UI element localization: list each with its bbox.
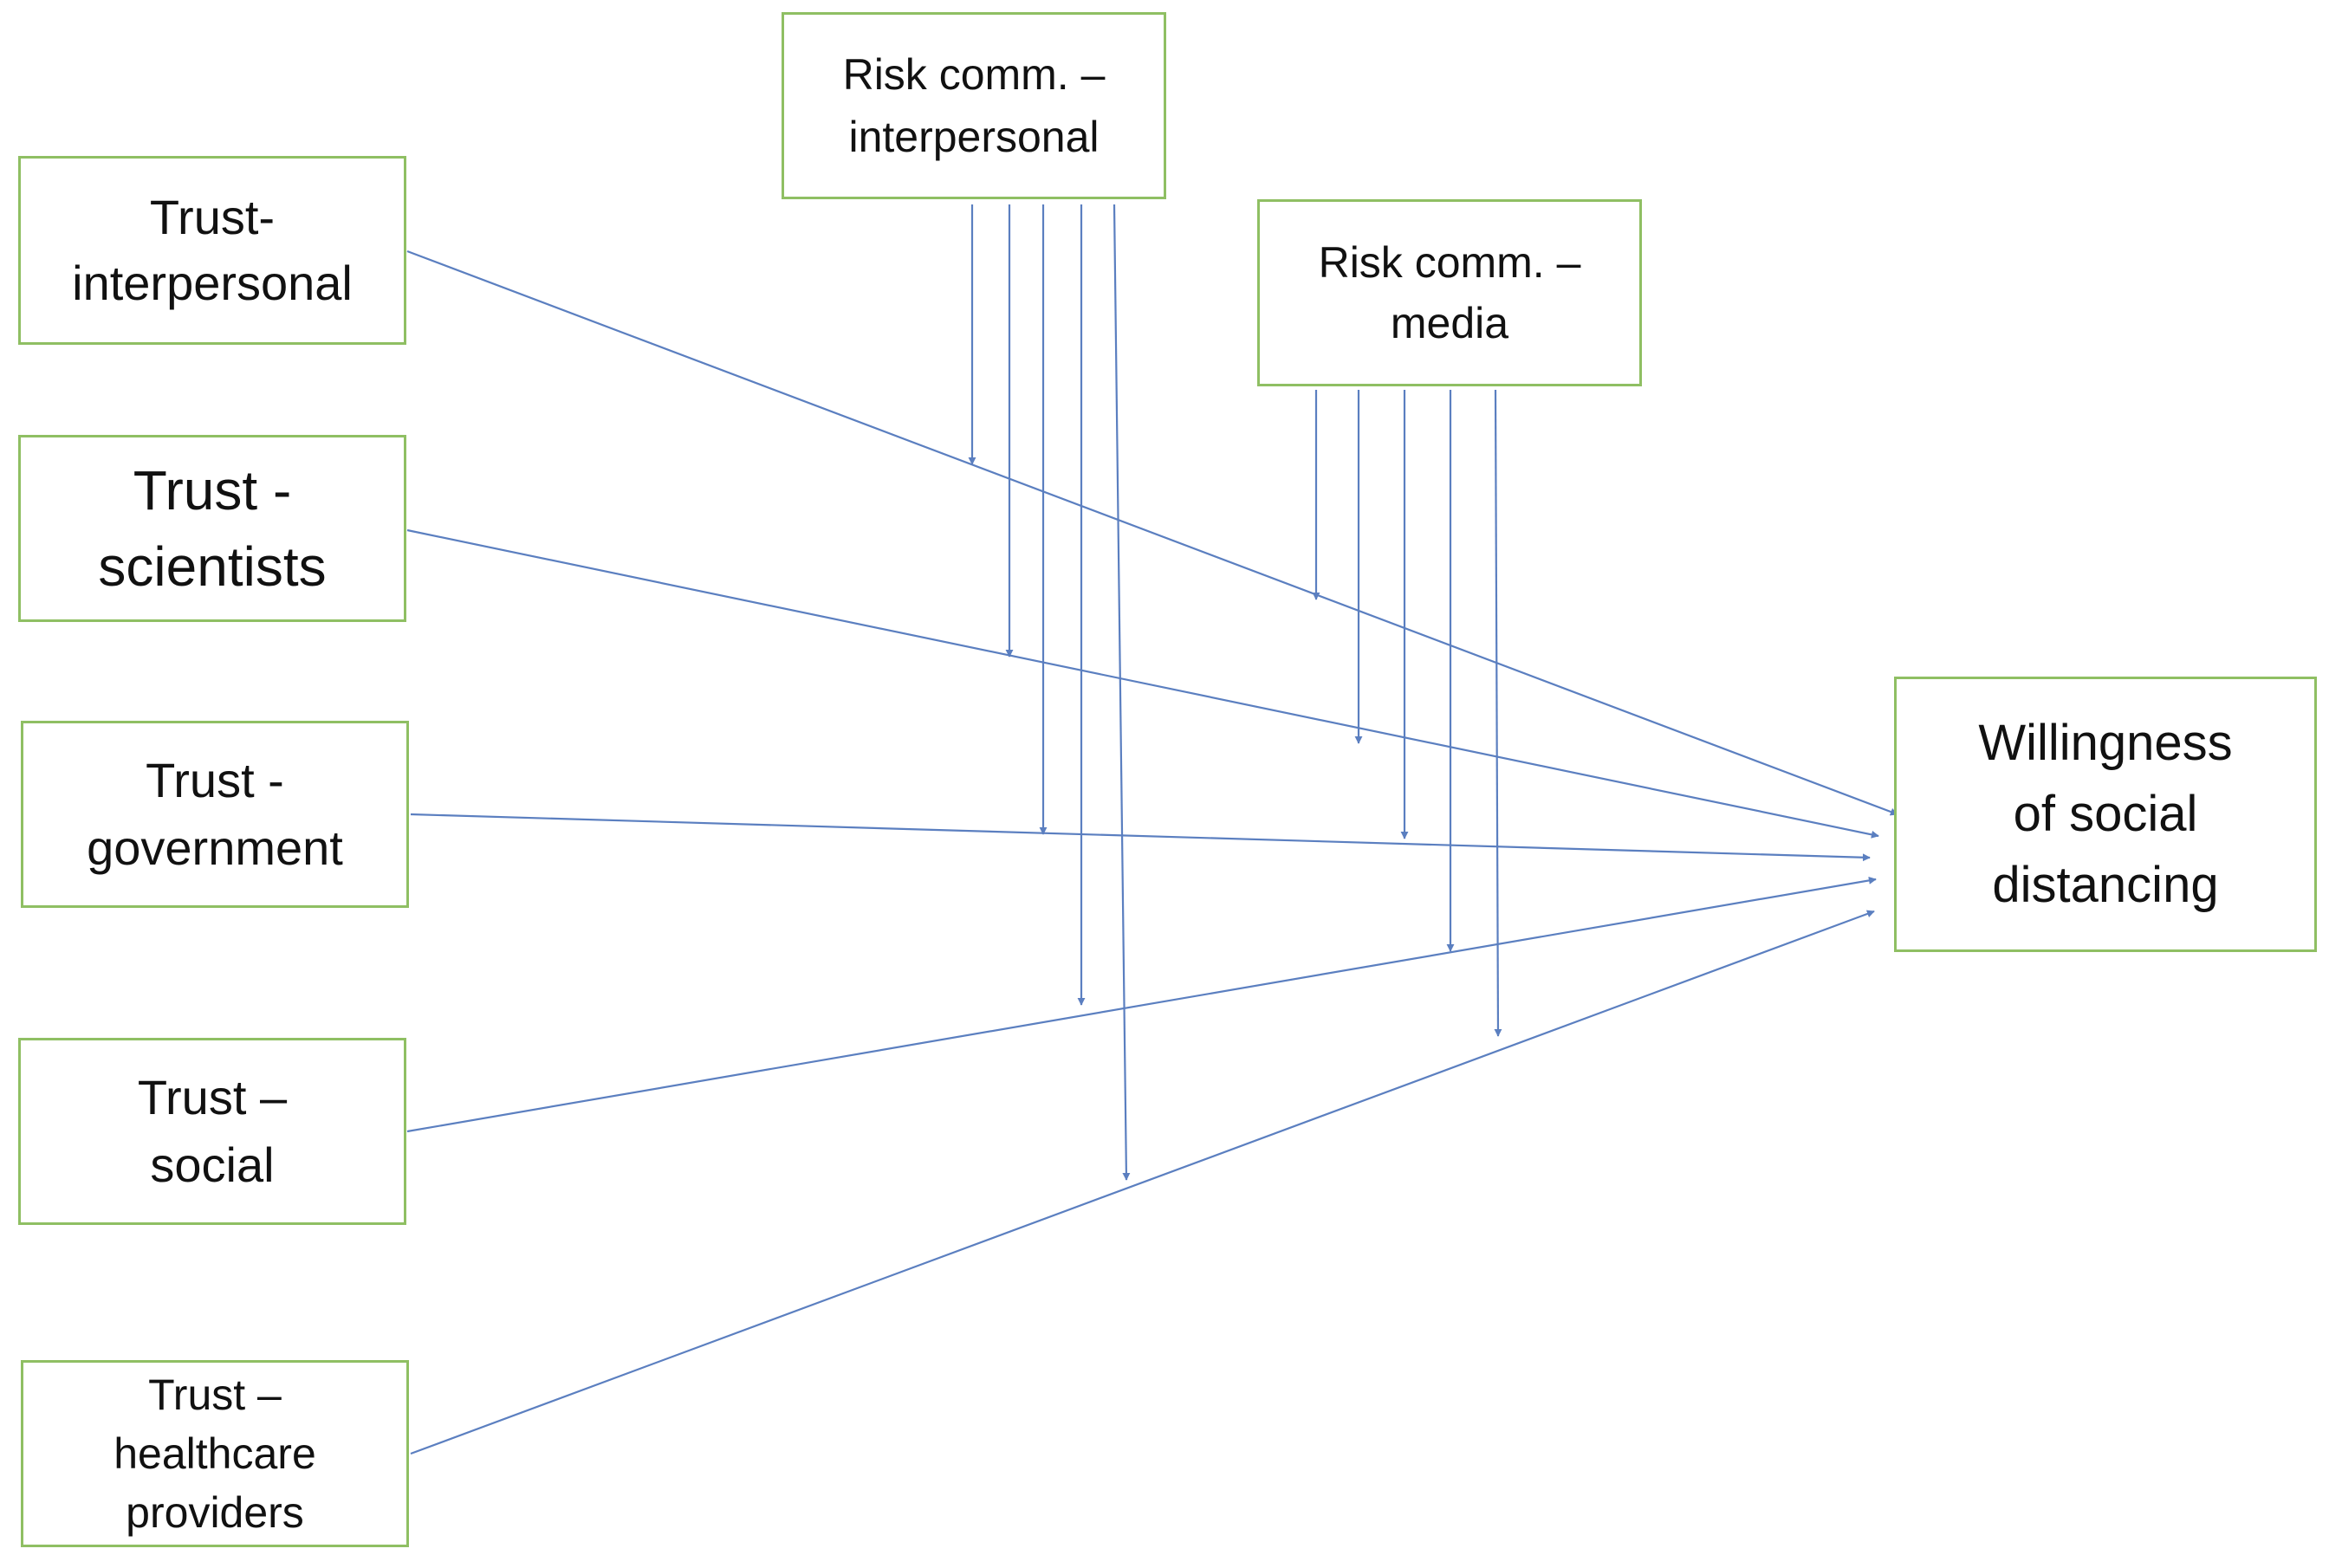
path-arrow-trust-interpersonal <box>406 249 1898 816</box>
trust-healthcare-box: Trust – healthcare providers <box>21 1360 409 1547</box>
risk-comm-interpersonal-label: Risk comm. – interpersonal <box>842 50 1106 161</box>
risk-comm-interpersonal-box: Risk comm. – interpersonal <box>782 12 1166 199</box>
willingness-box: Willingness of social distancing <box>1894 677 2317 952</box>
path-arrow-trust-scientists <box>406 528 1879 839</box>
trust-scientists-box: Trust - scientists <box>18 435 406 622</box>
trust-government-box: Trust - government <box>21 721 409 908</box>
trust-interpersonal-box: Trust- interpersonal <box>18 156 406 345</box>
trust-social-label: Trust – social <box>137 1070 288 1192</box>
moderator-arrow-media-5 <box>1494 389 1502 1037</box>
trust-scientists-label: Trust - scientists <box>98 459 327 598</box>
trust-interpersonal-label: Trust- interpersonal <box>72 190 353 310</box>
risk-comm-media-label: Risk comm. – media <box>1318 238 1581 347</box>
path-arrow-trust-healthcare <box>410 910 1875 1455</box>
trust-government-label: Trust - government <box>87 753 343 875</box>
path-arrow-trust-social <box>406 876 1877 1133</box>
path-arrow-trust-government <box>410 813 1871 862</box>
trust-healthcare-label: Trust – healthcare providers <box>114 1370 316 1537</box>
trust-social-box: Trust – social <box>18 1038 406 1225</box>
willingness-label: Willingness of social distancing <box>1978 715 2233 913</box>
moderator-arrow-interpersonal-5 <box>1113 204 1131 1181</box>
risk-comm-media-box: Risk comm. – media <box>1257 199 1642 386</box>
